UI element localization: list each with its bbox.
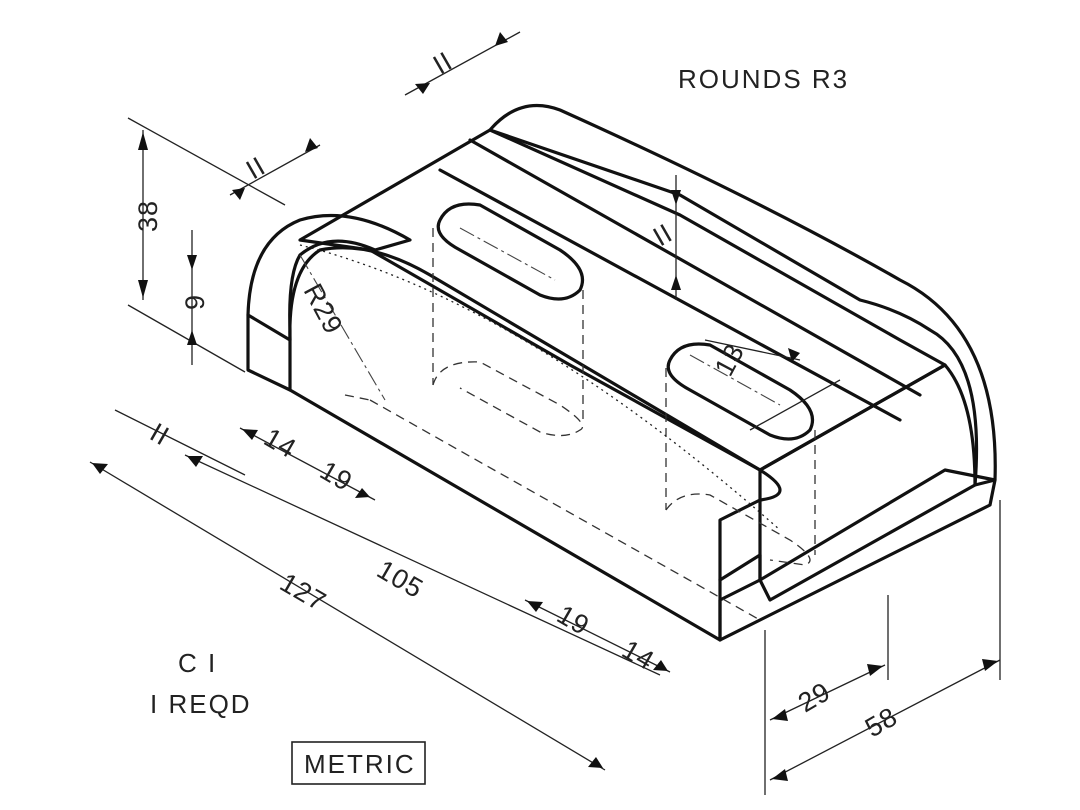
- top-rib-line: [468, 138, 922, 397]
- right-step: [718, 468, 997, 642]
- dim-step-height: 9: [180, 294, 210, 310]
- dim-end-offset: II: [145, 417, 175, 451]
- slot-front-top: [436, 202, 585, 301]
- dim-rib-top: II: [428, 46, 458, 80]
- dim-slot-gap-top: II: [241, 151, 271, 185]
- center-line-1: [299, 254, 386, 401]
- radius-arc-hatched: [299, 244, 781, 531]
- dimension-lines: [89, 31, 1001, 795]
- rear-arch: [488, 103, 997, 487]
- center-line-2: [459, 227, 556, 281]
- dim-slot-width: 13: [709, 338, 751, 380]
- metric-label: METRIC: [304, 749, 416, 779]
- dim-height-total: 38: [133, 200, 163, 232]
- radius-construction: [299, 227, 781, 621]
- dim-rear-slot-len: 19: [552, 599, 595, 641]
- top-rib-line-2: [438, 168, 902, 422]
- slot-rear-top: [666, 342, 815, 441]
- front-face: [288, 246, 782, 642]
- hidden-base-line: [369, 399, 761, 621]
- hidden-base-line-2: [344, 394, 371, 401]
- slot-front-hidden-bottom: [432, 361, 584, 437]
- part-body: [246, 103, 997, 642]
- quantity-note: I REQD: [150, 689, 252, 719]
- slot-rear-hidden-bottom: [665, 493, 811, 566]
- rounds-note: ROUNDS R3: [678, 64, 849, 94]
- left-notch: [246, 313, 292, 392]
- dim-front-slot-len: 19: [315, 455, 358, 497]
- right-face: [758, 363, 977, 602]
- slot-rear: [665, 342, 816, 566]
- center-line-3: [689, 354, 781, 406]
- left-end-arch: [246, 213, 412, 342]
- right-notch: [718, 553, 762, 582]
- dim-overall-length: 127: [275, 567, 332, 617]
- slot-front: [432, 202, 585, 437]
- dim-rib-right: II: [648, 218, 678, 252]
- dim-overall-width: 58: [860, 701, 903, 743]
- metric-box: [291, 741, 426, 785]
- dim-inner-length: 105: [372, 554, 429, 604]
- dim-radius: R29: [298, 279, 349, 339]
- dim-half-width: 29: [793, 676, 836, 718]
- part-number: C I: [178, 648, 217, 678]
